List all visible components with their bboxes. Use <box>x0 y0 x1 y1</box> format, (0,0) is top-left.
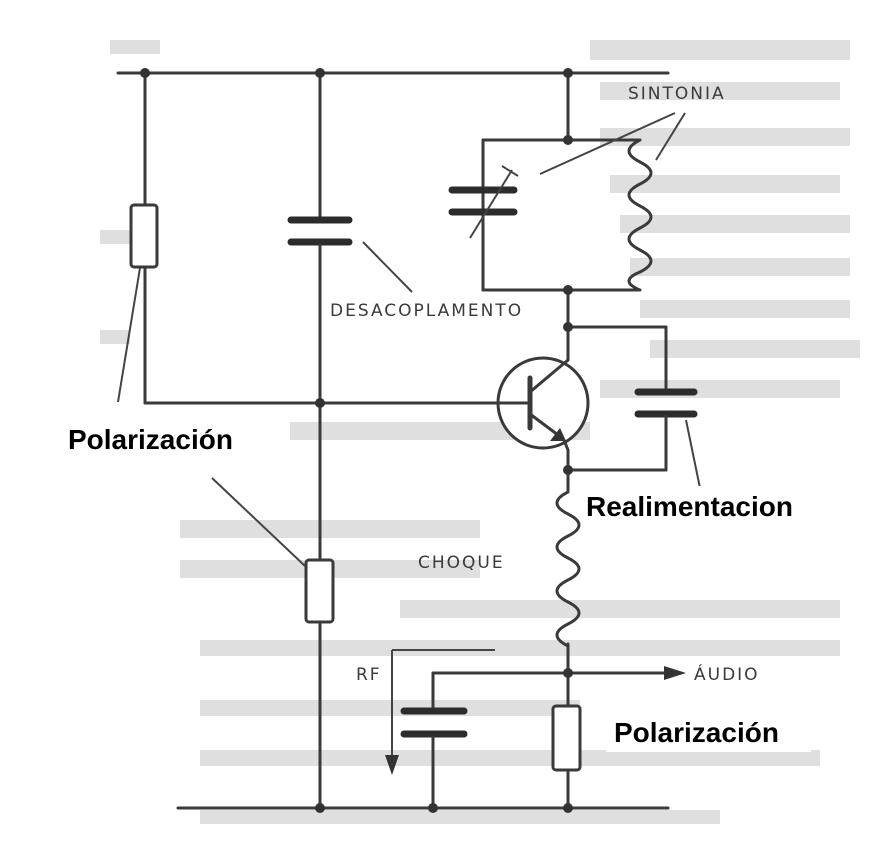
left-bias-resistor <box>129 203 159 269</box>
audio-label: ÁUDIO <box>694 663 760 685</box>
rf-label: RF <box>356 665 382 685</box>
audio-arrowhead <box>664 666 686 680</box>
left-bias-branch <box>129 71 502 405</box>
junction-dots <box>140 68 573 813</box>
realimentacion-label: Realimentacion <box>586 491 793 522</box>
choque-label: CHOQUE <box>418 553 505 573</box>
sintonia-label: SINTONIA <box>628 84 726 104</box>
label-leaders <box>117 112 701 567</box>
variable-arrow <box>469 169 513 239</box>
polarizacion-left-label: Polarización <box>68 424 233 455</box>
transistor-stage <box>496 288 698 494</box>
middle-branch <box>287 71 353 810</box>
tuning-inductor <box>627 138 653 292</box>
choke-inductor <box>555 490 581 648</box>
transistor-symbol <box>496 356 590 450</box>
choke-and-output <box>400 490 686 810</box>
desacoplamento-label: DESACOPLAMENTO <box>330 301 523 321</box>
lower-bias-resistor <box>304 558 335 624</box>
polarizacion-bottom-label: Polarización <box>614 717 779 748</box>
emitter-arrow <box>550 428 566 441</box>
show-through-background <box>100 40 860 824</box>
emitter-bias-resistor <box>551 704 582 772</box>
rf-indicator <box>385 649 495 775</box>
